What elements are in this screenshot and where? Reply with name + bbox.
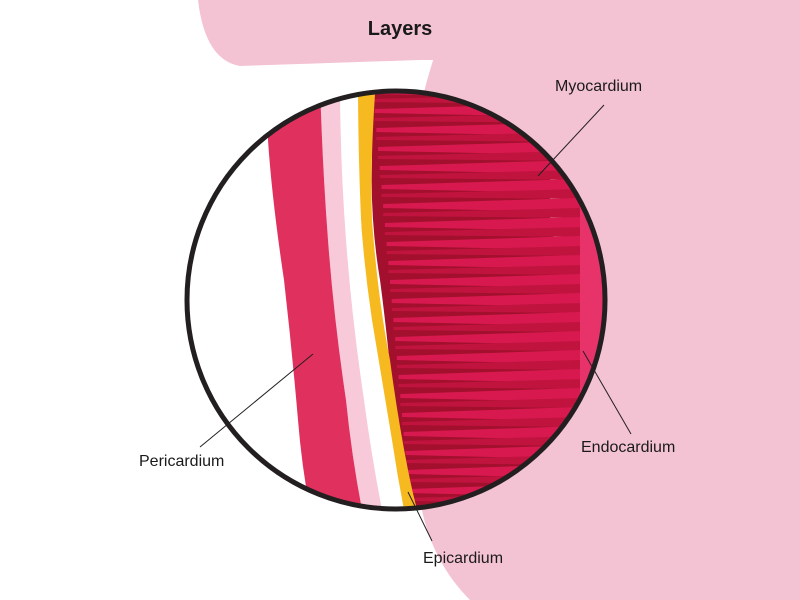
fiber-stripe — [396, 350, 580, 364]
fiber-stripe — [381, 189, 580, 199]
magnifier-circle — [184, 88, 608, 512]
fiber-stripe — [391, 303, 580, 313]
fiber-stripe — [379, 160, 580, 174]
fiber-stripe — [400, 388, 580, 402]
magnified-tissue — [187, 91, 605, 509]
fiber-stripe — [383, 198, 580, 212]
fiber-stripe — [393, 312, 580, 326]
fiber-stripe — [381, 179, 580, 193]
fiber-stripe — [386, 236, 580, 250]
fiber-stripe — [384, 227, 580, 237]
pericardium-layer — [268, 91, 364, 509]
label-epicardium: Epicardium — [423, 550, 504, 567]
fiber-stripe — [378, 151, 580, 161]
fiber-stripe — [400, 398, 580, 408]
fiber-stripe — [398, 379, 580, 389]
fiber-stripe — [390, 274, 580, 288]
parietal-layer — [320, 91, 384, 509]
fiber-stripe — [393, 322, 580, 332]
fiber-stripe — [403, 436, 580, 446]
fiber-stripe — [403, 426, 580, 440]
fiber-stripe — [390, 284, 580, 294]
label-endocardium: Endocardium — [581, 439, 676, 456]
serous-layer — [340, 91, 402, 509]
fiber-stripe — [383, 208, 580, 218]
fiber-stripe — [378, 141, 580, 155]
epicardium-layer — [358, 91, 420, 509]
fiber-stripe — [379, 170, 580, 180]
label-myocardium: Myocardium — [555, 78, 643, 95]
fiber-stripe — [386, 246, 580, 256]
fiber-stripe — [398, 369, 580, 383]
fiber-stripe — [395, 341, 580, 351]
fiber-stripe — [401, 417, 580, 427]
fiber-stripe — [401, 407, 580, 421]
pericardium-leader — [199, 353, 314, 448]
endocardium-leader — [582, 350, 632, 435]
myocardium-leader — [537, 104, 605, 177]
fiber-stripe — [396, 360, 580, 370]
fiber-stripe — [391, 293, 580, 307]
fiber-stripe — [384, 217, 580, 231]
fiber-stripe — [388, 265, 580, 275]
fiber-stripe — [395, 331, 580, 345]
fiber-stripe — [388, 255, 580, 269]
diagram-title: Layers — [367, 18, 433, 40]
epicardium-leader — [407, 491, 433, 542]
label-pericardium: Pericardium — [139, 453, 225, 470]
